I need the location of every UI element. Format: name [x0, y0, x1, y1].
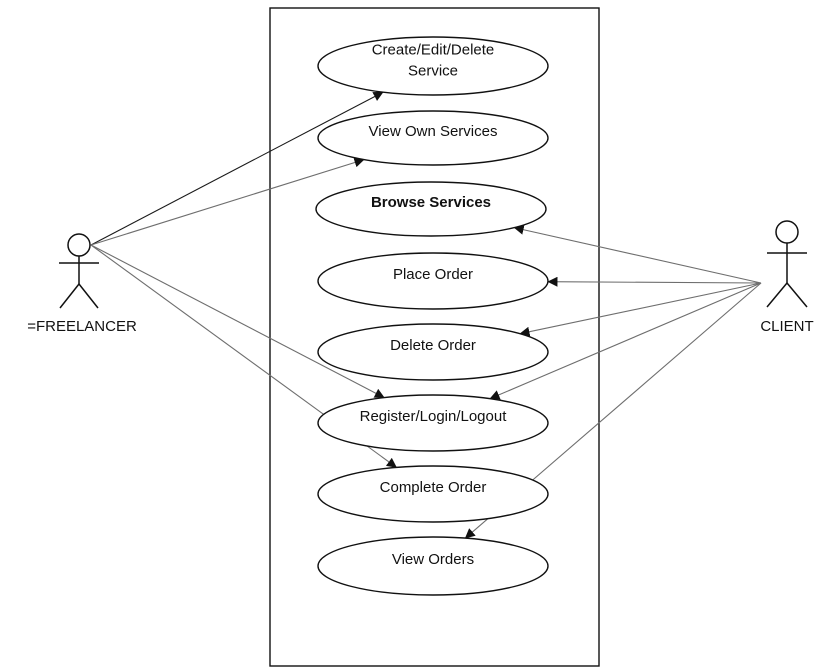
use-case-ellipse [315, 181, 547, 237]
use-case-label: Delete Order [390, 337, 476, 354]
use-case-label: Complete Order [380, 479, 487, 496]
use-case-view-own-services[interactable]: View Own Services [317, 110, 549, 166]
client-right-leg [786, 282, 808, 308]
freelancer-right-leg [78, 283, 99, 309]
use-case-delete-order[interactable]: Delete Order [317, 323, 549, 381]
use-case-label: Place Order [393, 266, 473, 283]
use-case-ellipse [317, 110, 549, 166]
use-case-view-orders[interactable]: View Orders [317, 536, 549, 596]
use-case-ellipse [317, 323, 549, 381]
use-case-ellipse [317, 252, 549, 310]
use-case-ellipse [317, 465, 549, 523]
client-left-leg [766, 282, 788, 308]
use-case-ellipse [317, 36, 549, 96]
client-to-register-login-logout-association [489, 282, 762, 400]
use-case-register-login-logout[interactable]: Register/Login/Logout [317, 394, 549, 452]
system-boundary [269, 7, 600, 667]
use-case-label: Create/Edit/Delete [372, 42, 495, 59]
use-case-browse-services[interactable]: Browse Services [315, 181, 547, 237]
freelancer-to-view-own-services-association [90, 157, 365, 246]
client-head [775, 220, 799, 244]
freelancer-to-create-edit-delete-service-association [90, 91, 384, 246]
freelancer-head [67, 233, 91, 257]
freelancer-left-leg [59, 283, 80, 309]
use-case-label: Service [408, 63, 458, 80]
use-case-complete-order[interactable]: Complete Order [317, 465, 549, 523]
client-to-place-order-association [547, 276, 762, 287]
freelancer-label: =FREELANCER [27, 318, 137, 335]
freelancer-actor[interactable]: =FREELANCER [27, 233, 137, 335]
use-case-ellipse [317, 536, 549, 596]
use-case-label: Browse Services [371, 194, 491, 211]
freelancer-to-register-login-logout-association [90, 244, 385, 399]
use-case-label: View Own Services [369, 123, 498, 140]
client-label: CLIENT [760, 318, 813, 335]
client-actor[interactable]: CLIENT [760, 220, 814, 335]
client-to-delete-order-association [519, 282, 762, 337]
client-to-browse-services-association [513, 224, 762, 284]
use-case-ellipse [317, 394, 549, 452]
use-case-place-order[interactable]: Place Order [317, 252, 549, 310]
use-case-label: View Orders [392, 551, 474, 568]
use-case-label: Register/Login/Logout [360, 408, 508, 425]
